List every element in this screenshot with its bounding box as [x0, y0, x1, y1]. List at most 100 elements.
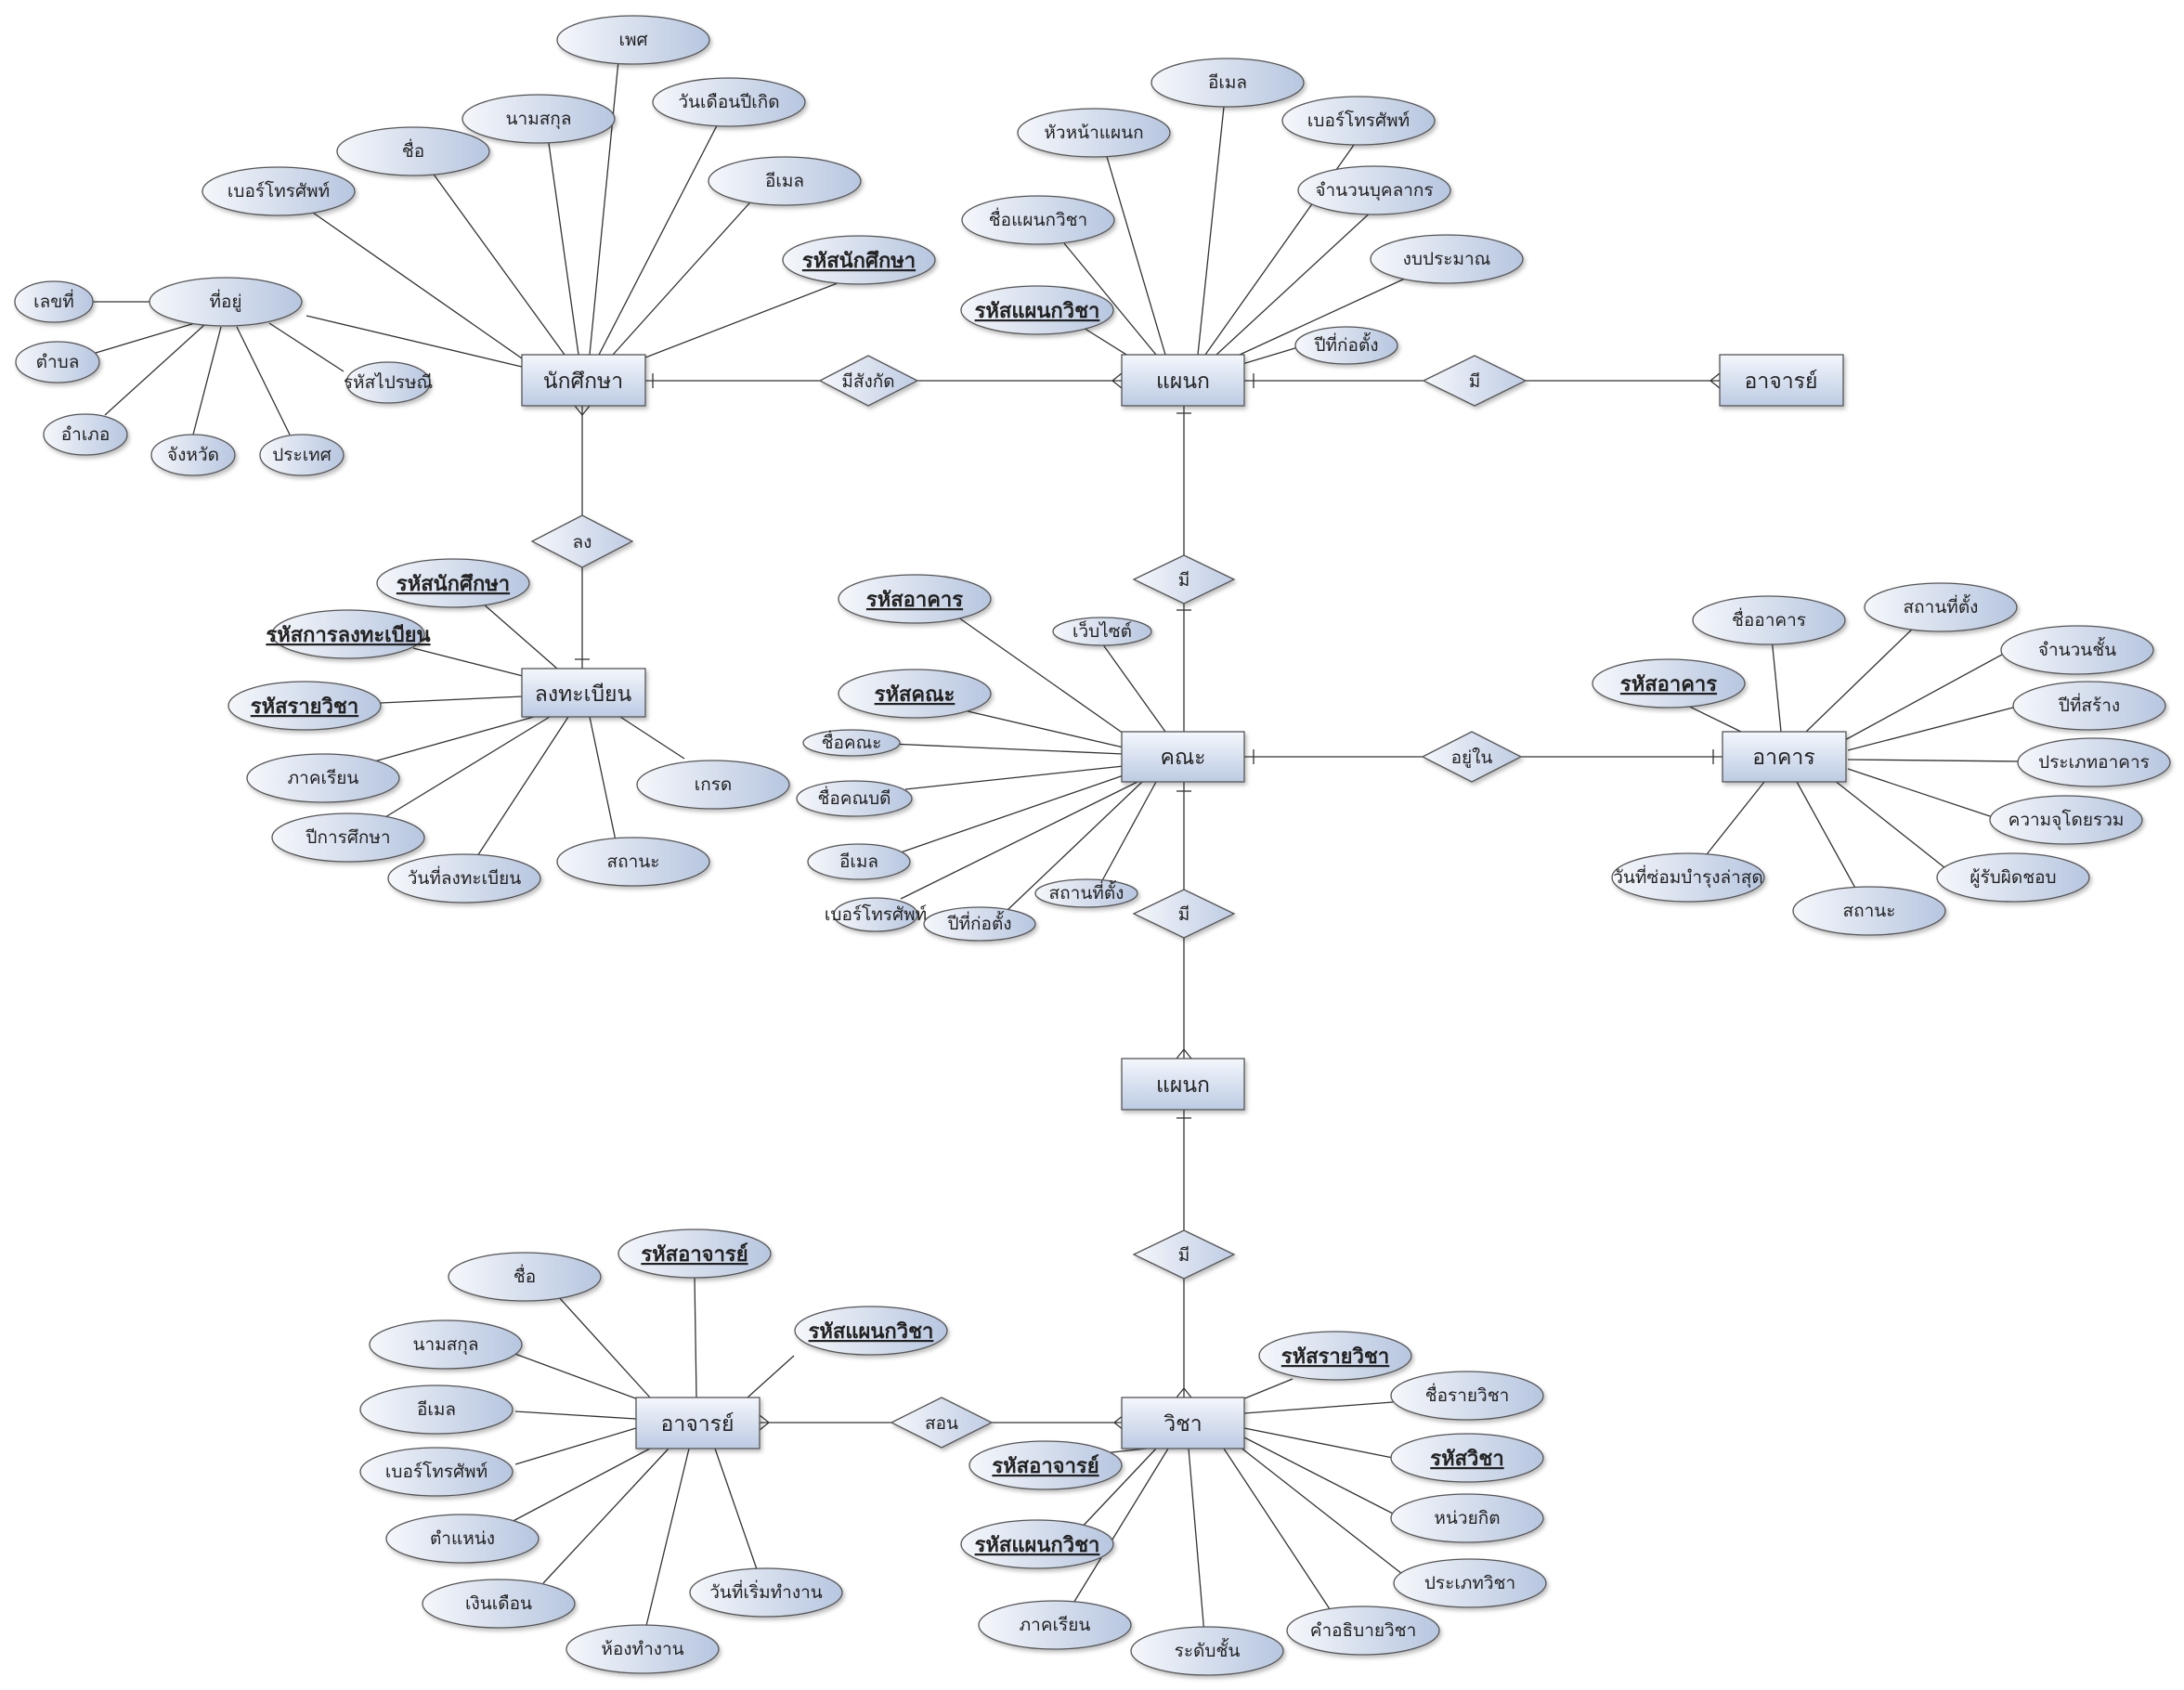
svg-text:เบอร์โทรศัพท์: เบอร์โทรศัพท์ [825, 904, 927, 925]
relationship-has-course: มี [1132, 1229, 1236, 1280]
attribute-dept-staff: จำนวนบุคลากร [1297, 165, 1451, 215]
svg-text:รหัสอาคาร: รหัสอาคาร [866, 589, 963, 612]
attribute-register-date: วันที่ลงทะเบียน [387, 853, 541, 904]
svg-text:รหัสอาจารย์: รหัสอาจารย์ [992, 1454, 1098, 1478]
relationship-belongs: มีสังกัด [818, 355, 919, 407]
svg-text:รหัสวิชา: รหัสวิชา [1430, 1448, 1503, 1471]
svg-text:จังหวัด: จังหวัด [167, 445, 219, 465]
cardinality-marks [574, 372, 1721, 1431]
svg-text:ภาคเรียน: ภาคเรียน [288, 768, 359, 788]
svg-text:ความจุโดยรวม: ความจุโดยรวม [2008, 809, 2125, 831]
svg-text:คำอธิบายวิชา: คำอธิบายวิชา [1310, 1620, 1416, 1641]
svg-text:ปีที่สร้าง: ปีที่สร้าง [2058, 693, 2120, 716]
entity-teacher: อาจารย์ [635, 1397, 760, 1450]
relationship-label: มี [1178, 1245, 1190, 1266]
svg-text:หน่วยกิต: หน่วยกิต [1434, 1508, 1500, 1528]
attribute-student-phone: เบอร์โทรศัพท์ [202, 166, 356, 216]
attribute-building-floors: จำนวนชั้น [2000, 625, 2154, 675]
svg-text:เพศ: เพศ [618, 30, 647, 50]
svg-text:รหัสรายวิชา: รหัสรายวิชา [251, 696, 358, 719]
attribute-register-year: ปีการศึกษา [271, 812, 425, 863]
entity-label: วิชา [1164, 1412, 1202, 1436]
entity-student: นักศึกษา [521, 354, 646, 407]
entity-label: คณะ [1160, 746, 1205, 770]
connector-lines [91, 41, 2023, 1635]
attribute-faculty-phone: เบอร์โทรศัพท์ [825, 897, 927, 932]
svg-text:รหัสอาจารย์: รหัสอาจารย์ [641, 1242, 748, 1267]
svg-text:เบอร์โทรศัพท์: เบอร์โทรศัพท์ [385, 1461, 488, 1482]
svg-text:ชื่ออาคาร: ชื่ออาคาร [1732, 607, 1806, 630]
svg-text:รหัสแผนกวิชา: รหัสแผนกวิชา [975, 300, 1100, 323]
entity-department-mid: แผนก [1121, 1058, 1245, 1111]
relationship-has-teacher: มี [1422, 355, 1528, 407]
relationship-enroll: ลง [530, 514, 634, 568]
relationship-label: มี [1469, 371, 1481, 392]
attribute-register-grade: เกรด [636, 760, 790, 810]
attribute-student-birthdate: วันเดือนปีเกิด [652, 77, 806, 127]
attribute-dept-id-key: รหัสแผนกวิชา [960, 285, 1114, 335]
attribute-student-address: ที่อยู่ [149, 277, 303, 327]
svg-text:รหัสนักศึกษา: รหัสนักศึกษา [802, 250, 916, 273]
svg-text:ชื่อ: ชื่อ [514, 1264, 536, 1287]
svg-text:สถานที่ตั้ง: สถานที่ตั้ง [1904, 594, 1979, 618]
svg-text:อีเมล: อีเมล [839, 852, 878, 872]
svg-text:หัวหน้าแผนก: หัวหน้าแผนก [1044, 123, 1143, 143]
attribute-building-capacity: ความจุโดยรวม [1989, 795, 2143, 845]
attribute-student-email: อีเมล [708, 156, 862, 206]
attribute-student-id-key: รหัสนักศึกษา [782, 235, 936, 285]
entity-department-top: แผนก [1121, 354, 1245, 407]
relationship-label: มี [1178, 570, 1190, 591]
relationship-label: สอน [925, 1413, 958, 1434]
attribute-faculty-building-id: รหัสอาคาร [838, 574, 992, 624]
attribute-address-subdistrict: ตำบล [15, 341, 100, 384]
attribute-dept-name: ชื่อแผนกวิชา [961, 195, 1115, 245]
svg-text:สถานะ: สถานะ [1843, 901, 1896, 921]
attribute-faculty-name: ชื่อคณะ [802, 729, 901, 757]
attribute-student-name: ชื่อ [336, 126, 490, 176]
attribute-teacher-phone: เบอร์โทรศัพท์ [359, 1447, 514, 1497]
svg-text:ภาคเรียน: ภาคเรียน [1020, 1615, 1091, 1635]
attribute-course-teacher-id: รหัสอาจารย์ [968, 1440, 1123, 1490]
attribute-faculty-id-key: รหัสคณะ [838, 669, 992, 719]
attribute-faculty-location: สถานที่ตั้ง [1034, 878, 1138, 908]
entity-label: ลงทะเบียน [535, 682, 632, 707]
svg-text:ชื่อรายวิชา: ชื่อรายวิชา [1425, 1383, 1510, 1406]
entity-course: วิชา [1121, 1397, 1245, 1450]
attribute-dept-budget: งบประมาณ [1370, 234, 1524, 284]
svg-text:อำเภอ: อำเภอ [61, 424, 110, 445]
attribute-address-country: ประเทศ [259, 434, 344, 476]
svg-text:ปีการศึกษา: ปีการศึกษา [306, 827, 391, 848]
svg-text:ประเภทอาคาร: ประเภทอาคาร [2038, 752, 2150, 773]
svg-text:ตำแหน่ง: ตำแหน่ง [430, 1528, 495, 1549]
attribute-teacher-start: วันที่เริ่มทำงาน [689, 1567, 843, 1618]
svg-text:รหัสนักศึกษา: รหัสนักศึกษา [396, 573, 510, 596]
svg-text:จำนวนบุคลากร: จำนวนบุคลากร [1315, 180, 1433, 202]
attribute-course-credit: หน่วยกิต [1390, 1493, 1544, 1543]
svg-text:เลขที่: เลขที่ [33, 289, 74, 312]
svg-text:งบประมาณ: งบประมาณ [1403, 249, 1491, 269]
svg-text:ชื่อ: ชื่อ [402, 138, 424, 162]
svg-text:ระดับชั้น: ระดับชั้น [1175, 1638, 1241, 1661]
entity-label: อาจารย์ [661, 1411, 734, 1436]
attribute-building-id-key: รหัสอาคาร [1592, 658, 1746, 708]
attribute-register-semester: ภาคเรียน [246, 753, 400, 803]
relationship-has-faculty: มี [1132, 554, 1236, 604]
svg-text:ชื่อคณะ: ชื่อคณะ [822, 730, 882, 753]
entity-register: ลงทะเบียน [521, 668, 646, 718]
attribute-address-postcode: รหัสไปรษณี [344, 361, 433, 404]
attribute-teacher-salary: เงินเดือน [422, 1579, 576, 1629]
svg-text:รหัสอาคาร: รหัสอาคาร [1620, 673, 1717, 696]
svg-text:ชื่อคณบดี: ชื่อคณบดี [817, 786, 890, 809]
relationship-teaches: สอน [890, 1397, 994, 1449]
svg-text:สถานะ: สถานะ [607, 852, 660, 872]
attribute-building-repair: วันที่ซ่อมบำรุงล่าสุด [1611, 852, 1765, 903]
attribute-building-built: ปีที่สร้าง [2012, 681, 2166, 731]
svg-text:ผู้รับผิดชอบ: ผู้รับผิดชอบ [1970, 867, 2056, 888]
svg-text:รหัสแผนกวิชา: รหัสแผนกวิชา [809, 1320, 934, 1344]
svg-text:วันเดือนปีเกิด: วันเดือนปีเกิด [678, 92, 779, 112]
entity-label: แผนก [1156, 1073, 1210, 1098]
relationship-label: มีสังกัด [841, 371, 894, 392]
svg-text:เบอร์โทรศัพท์: เบอร์โทรศัพท์ [228, 180, 330, 202]
entity-teacher-top: อาจารย์ [1719, 354, 1844, 407]
